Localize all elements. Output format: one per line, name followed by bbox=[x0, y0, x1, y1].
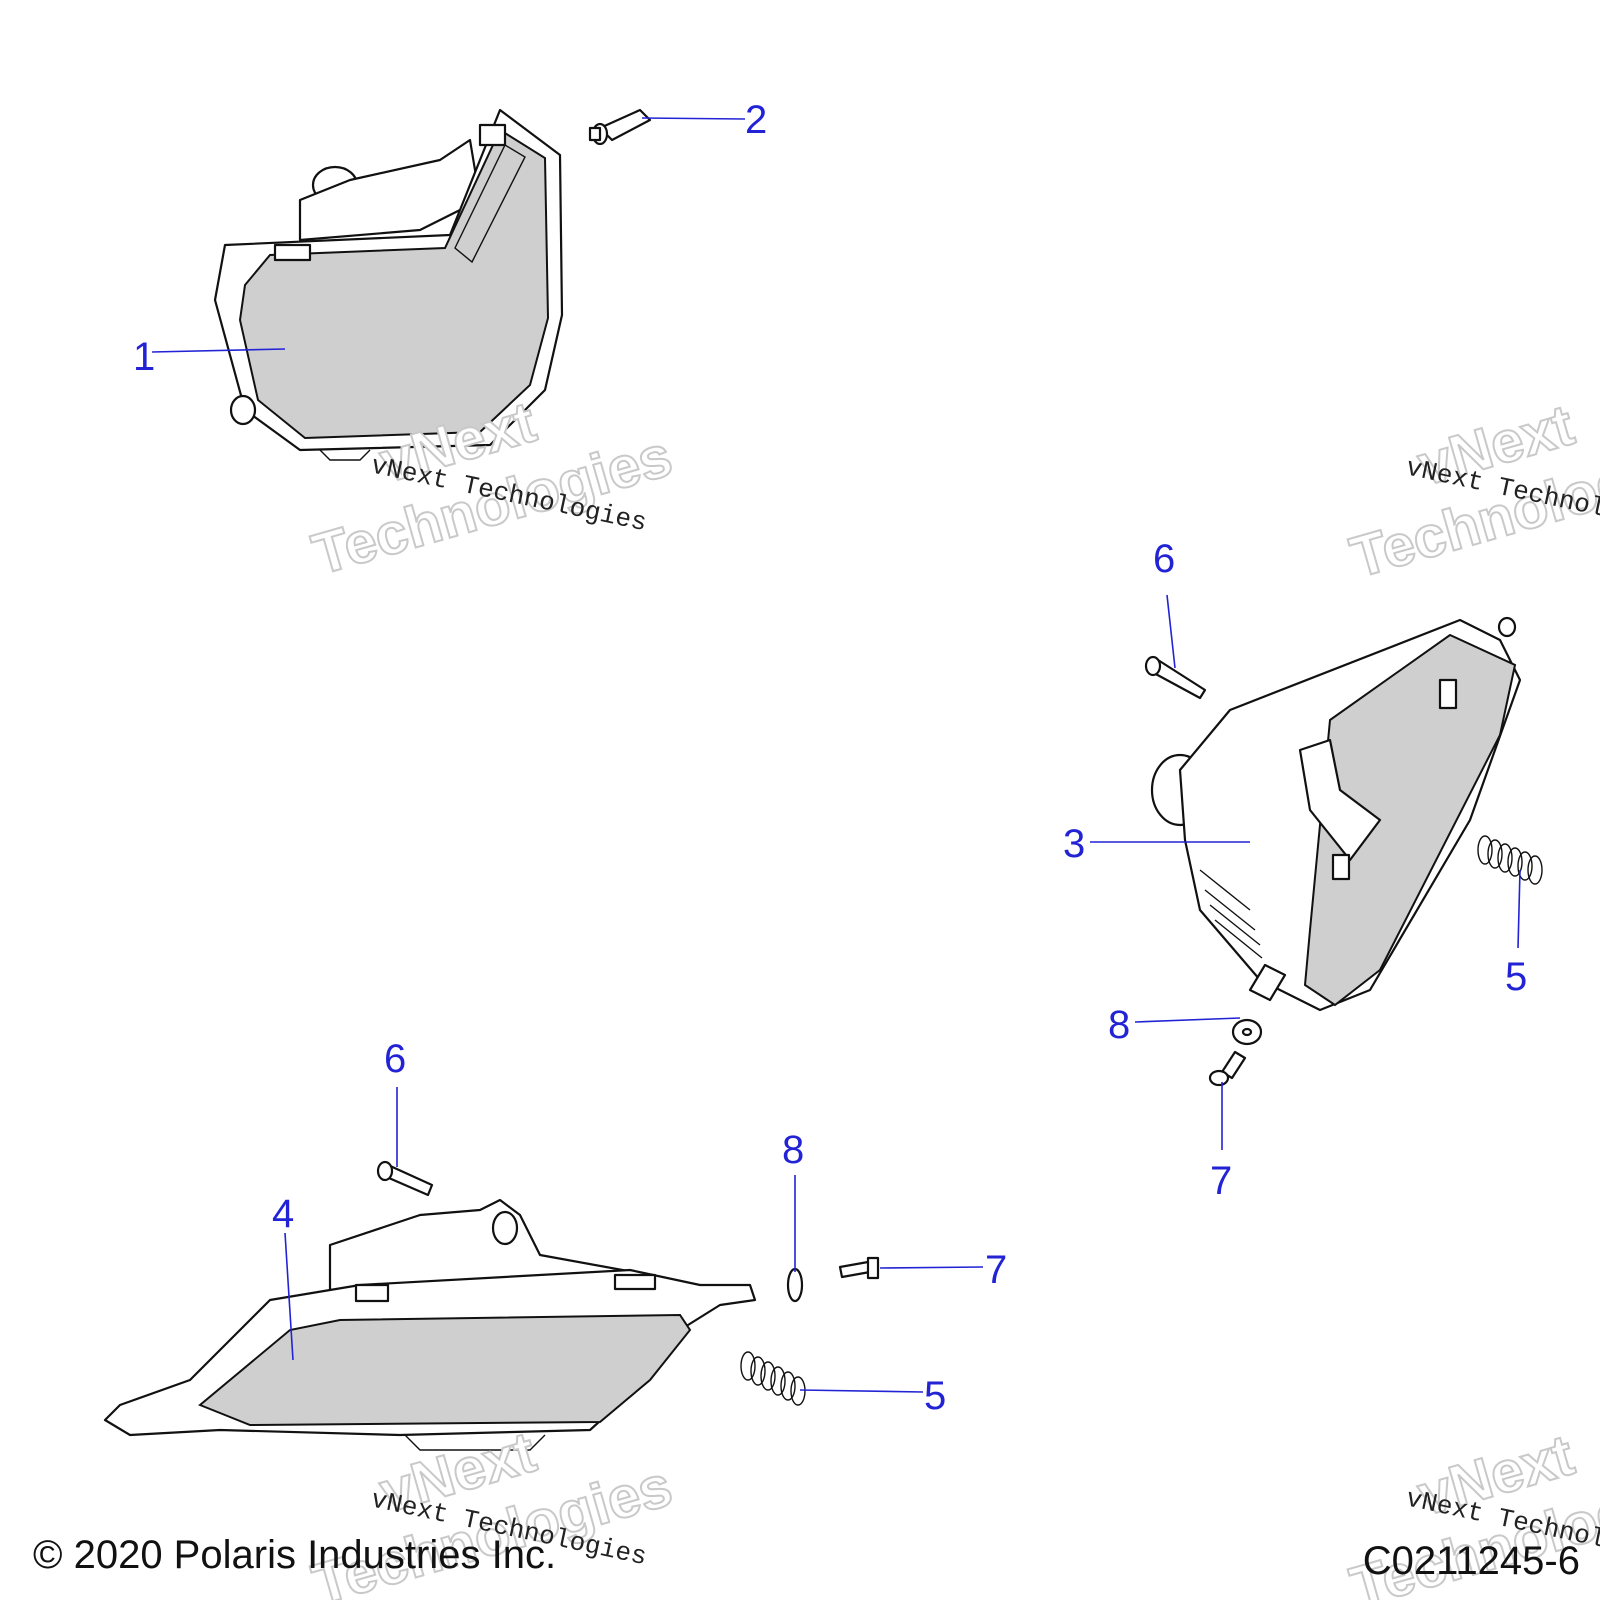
washer-8-lower bbox=[786, 1267, 804, 1303]
copyright-notice: © 2020 Polaris Industries Inc. bbox=[33, 1533, 557, 1577]
spring-5-right bbox=[1477, 835, 1543, 885]
headlight-assembly-4 bbox=[103, 1198, 757, 1451]
callout-4: 4 bbox=[272, 1192, 294, 1236]
callout-6-upper: 6 bbox=[1153, 537, 1175, 581]
headlight-assembly-3 bbox=[1150, 616, 1522, 1012]
callout-5-right: 5 bbox=[1505, 955, 1527, 999]
callout-1: 1 bbox=[133, 335, 155, 379]
callout-7-right: 7 bbox=[1210, 1159, 1232, 1203]
callout-7-lower: 7 bbox=[985, 1248, 1007, 1292]
bolt-6-lower bbox=[376, 1160, 434, 1197]
headlight-assembly-1 bbox=[213, 108, 564, 461]
callout-numbers: 1 2 3 4 5 5 6 6 7 7 8 8 bbox=[133, 98, 1527, 1418]
figure-id: C0211245-6 bbox=[1362, 1539, 1580, 1583]
callout-3: 3 bbox=[1063, 822, 1085, 866]
screw-7-lower bbox=[838, 1256, 880, 1280]
callout-8-lower: 8 bbox=[782, 1128, 804, 1172]
leader-lines bbox=[151, 117, 1521, 1393]
callout-8-right: 8 bbox=[1108, 1003, 1130, 1047]
bolt-6-upper bbox=[1144, 655, 1207, 700]
callout-2: 2 bbox=[745, 98, 767, 142]
spring-5-lower bbox=[740, 1351, 806, 1406]
screw-7-right bbox=[1208, 1050, 1247, 1087]
callout-6-lower: 6 bbox=[384, 1037, 406, 1081]
callout-5-lower: 5 bbox=[924, 1374, 946, 1418]
bolt-2 bbox=[588, 108, 652, 146]
washer-8-right bbox=[1231, 1018, 1263, 1046]
